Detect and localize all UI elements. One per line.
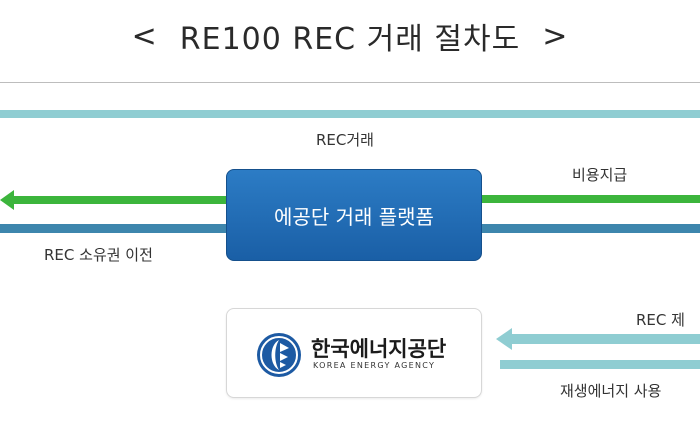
teal-left-arrow (496, 328, 700, 350)
agency-name-kr: 한국에너지공단 (311, 337, 447, 361)
agency-logo-box: 한국에너지공단 KOREA ENERGY AGENCY (226, 308, 482, 398)
title-close-bracket: > (542, 18, 569, 54)
rec-submit-label: REC 제 (636, 311, 685, 329)
diagram-title: < RE100 REC 거래 절차도 > (0, 8, 700, 64)
payment-bar (482, 195, 700, 203)
agency-name-en: KOREA ENERGY AGENCY (313, 361, 436, 370)
title-open-bracket: < (131, 18, 158, 54)
renewable-usage-bar (500, 360, 700, 369)
rec-trade-bar (0, 110, 700, 118)
ownership-transfer-label: REC 소유권 이전 (44, 246, 153, 264)
platform-box: 에공단 거래 플랫폼 (226, 169, 482, 261)
agency-emblem-icon (257, 333, 301, 377)
ownership-bar-left (0, 224, 228, 233)
renewable-usage-label: 재생에너지 사용 (560, 382, 662, 400)
payment-label: 비용지급 (572, 166, 628, 184)
rec-trade-label: REC거래 (316, 131, 374, 149)
title-divider (0, 82, 700, 83)
title-text: RE100 REC 거래 절차도 (179, 22, 521, 57)
green-left-arrow (0, 190, 230, 210)
ownership-bar-right (482, 224, 700, 233)
